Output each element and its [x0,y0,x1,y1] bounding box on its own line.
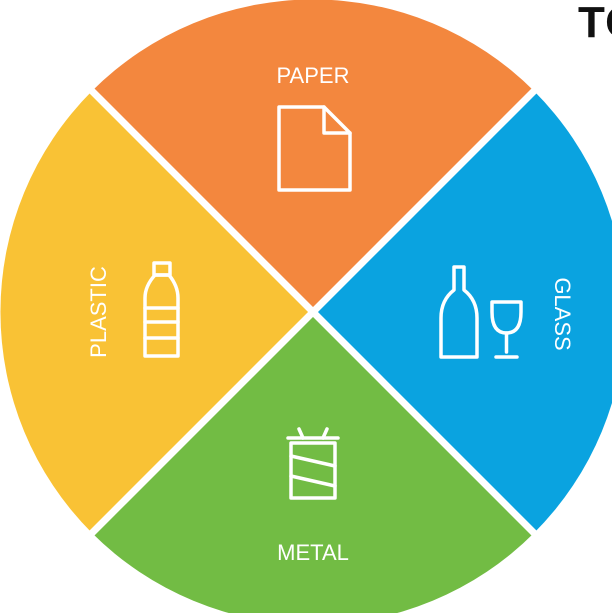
separator-line [310,309,549,548]
separator-line [77,309,316,548]
bottle-and-wine-glass-icon [439,265,523,359]
segment-glass [313,91,612,533]
drink-can-icon [286,427,340,500]
plastic-label: PLASTIC [86,266,111,358]
separator-line [77,76,316,315]
plastic-bottle-icon [143,261,180,358]
separator-line [310,76,549,315]
metal-label: METAL [277,540,349,565]
segment-plastic [0,91,313,533]
paper-sheet-icon [277,105,352,192]
paper-label: PAPER [277,63,350,88]
glass-label: GLASS [550,277,575,350]
heading: TO [578,0,612,47]
segment-paper [92,0,534,312]
